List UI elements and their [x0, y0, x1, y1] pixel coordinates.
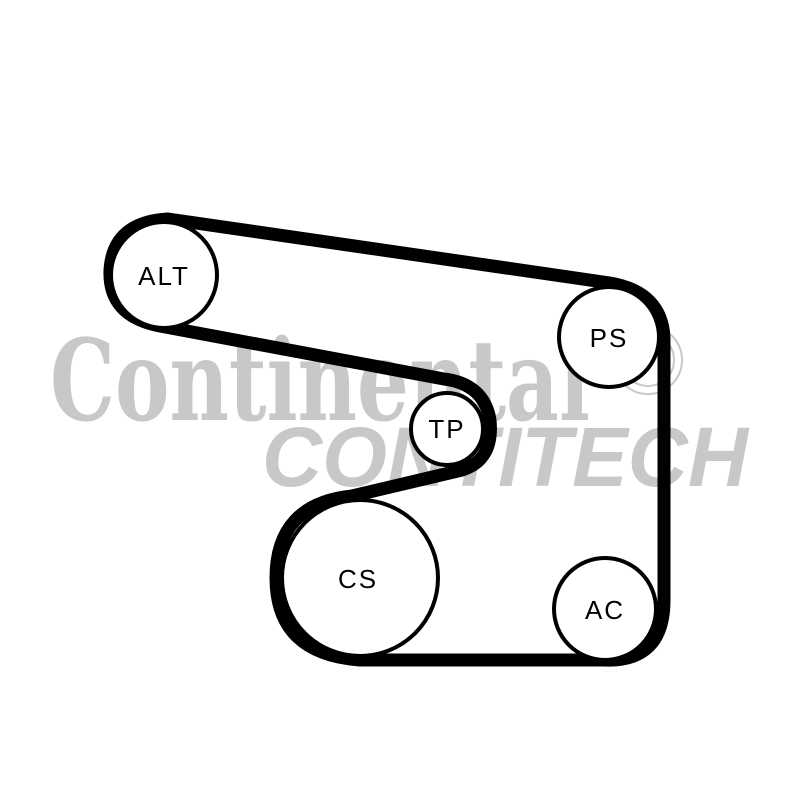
- pulley-tp-circle: [409, 391, 485, 467]
- pulley-cs: CS: [280, 498, 440, 658]
- pulley-cs-label: CS: [338, 564, 378, 594]
- pulley-alt-circle: [109, 220, 219, 330]
- watermark-sub-brand: CONTITECH: [262, 410, 750, 504]
- pulley-alt-label: ALT: [138, 261, 190, 291]
- pulley-ac-circle: [552, 556, 658, 662]
- pulley-tp-label: TP: [428, 414, 465, 444]
- pulley-ac-label: AC: [585, 595, 625, 625]
- pulley-ps-label: PS: [590, 323, 629, 353]
- pulley-ac: AC: [552, 556, 658, 662]
- pulley-alt: ALT: [109, 220, 219, 330]
- pulley-ps-circle: [557, 285, 661, 389]
- pulley-cs-circle: [280, 498, 440, 658]
- pulley-ps: PS: [557, 285, 661, 389]
- watermark-brand: Continental: [50, 316, 590, 447]
- pulley-tp: TP: [409, 391, 485, 467]
